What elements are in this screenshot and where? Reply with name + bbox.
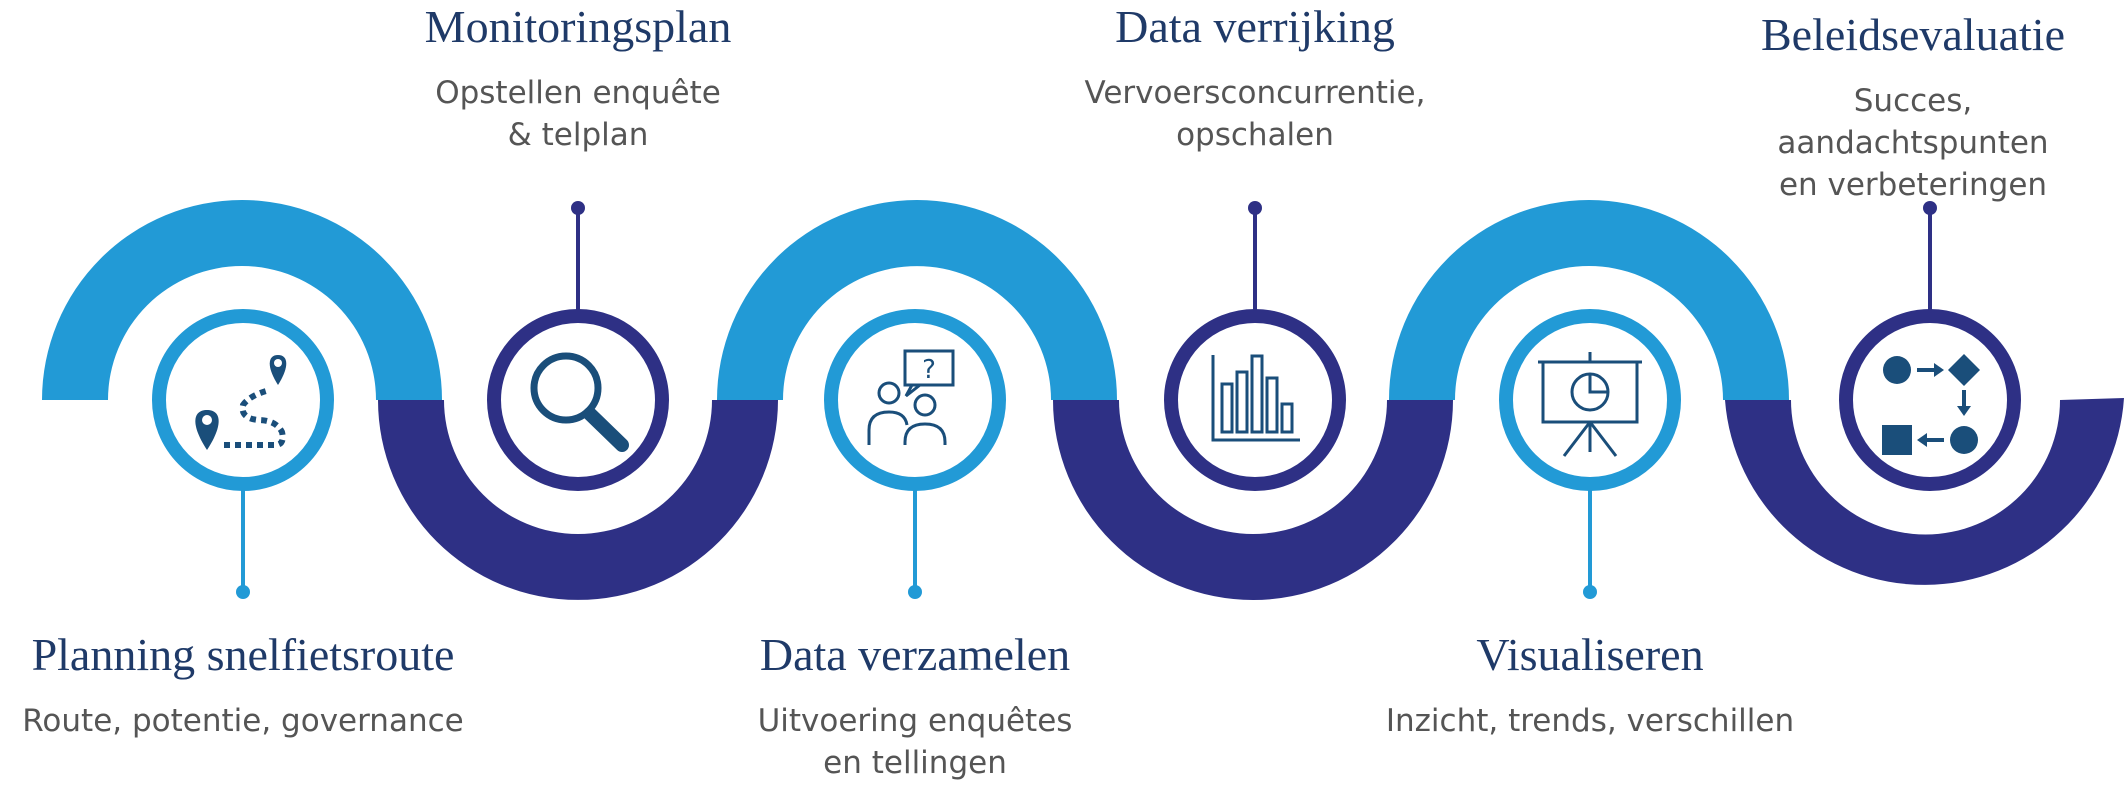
survey-people-question-icon: ?	[867, 349, 955, 445]
process-flow-icon	[1882, 354, 1980, 455]
wave-band-light-upper	[42, 200, 1789, 400]
connector-1	[236, 490, 250, 599]
wave-band-dark-lower	[378, 398, 2124, 600]
step-4-description: Vervoersconcurrentie, opschalen	[1084, 75, 1426, 153]
step-node-5	[1499, 309, 1681, 491]
wave-arc-5	[1389, 200, 1789, 400]
connector-5	[1583, 490, 1597, 599]
connector-2	[571, 201, 585, 310]
route-map-pins-icon	[195, 355, 287, 450]
wave-arc-1	[42, 200, 442, 400]
step-1-description: Route, potentie, governance	[22, 703, 464, 739]
step-node-3: ?	[824, 309, 1006, 491]
step-6-title: Beleidsevaluatie	[1761, 9, 2065, 60]
step-6-description: Succes, aandachtspunten en verbeteringen	[1777, 83, 2049, 203]
step-1-title: Planning snelfietsroute	[31, 629, 455, 680]
connector-lines	[236, 201, 1937, 599]
step-node-4	[1164, 309, 1346, 491]
step-3-title: Data verzamelen	[759, 629, 1071, 680]
step-2-description: Opstellen enquête & telplan	[435, 75, 721, 153]
wave-arc-4	[1053, 400, 1453, 600]
step-node-2	[487, 309, 669, 491]
connector-6	[1923, 201, 1937, 310]
connector-3	[908, 490, 922, 599]
step-4-title: Data verrijking	[1115, 1, 1395, 52]
connector-4	[1248, 201, 1262, 310]
step-2-title: Monitoringsplan	[424, 1, 732, 52]
step-5-description: Inzicht, trends, verschillen	[1385, 703, 1795, 739]
step-5-title: Visualiseren	[1476, 629, 1704, 680]
svg-text:?: ?	[922, 355, 936, 385]
presentation-board-icon	[1538, 352, 1642, 457]
wave-arc-2	[378, 400, 778, 600]
step-node-6	[1839, 309, 2021, 491]
magnifier-icon	[530, 352, 629, 452]
step-3-description: Uitvoering enquêtes en tellingen	[757, 703, 1073, 781]
wave-arc-6	[1725, 398, 2124, 585]
step-node-1	[152, 309, 334, 491]
bar-chart-icon	[1211, 354, 1300, 442]
wave-arc-3	[717, 200, 1117, 400]
